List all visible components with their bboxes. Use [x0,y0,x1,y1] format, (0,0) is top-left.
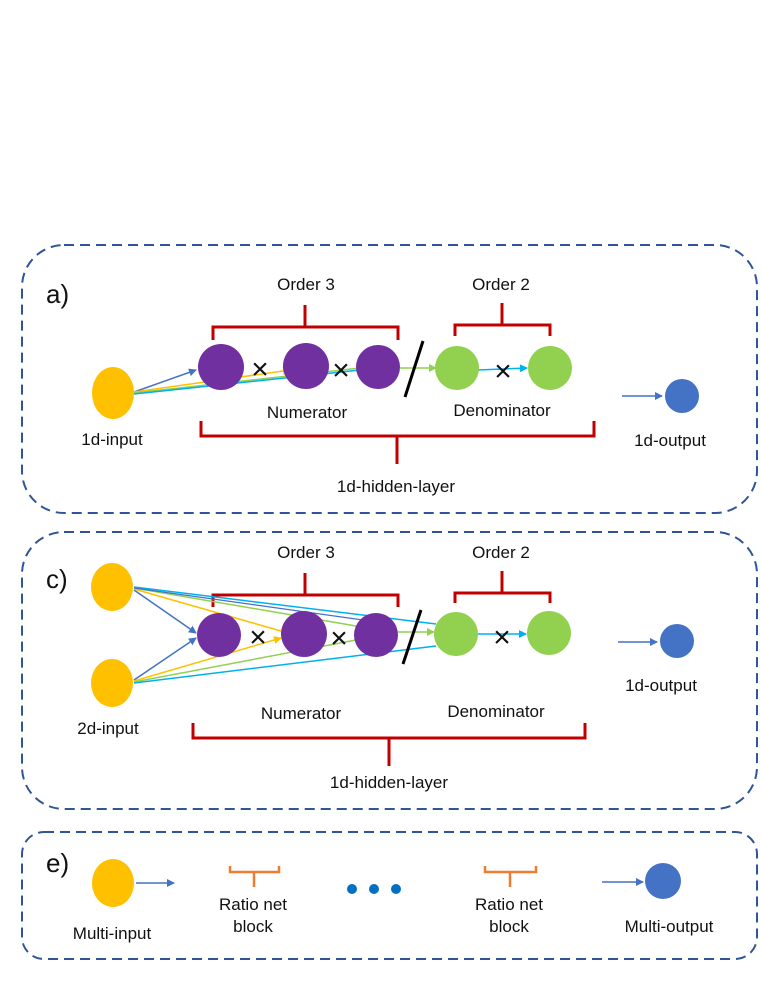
panel-a-letter: a) [46,279,69,309]
panel-e-output-node [645,863,681,899]
panel-e-block-2-label-line2: block [489,917,529,936]
panel-e-block-2-label-line1: Ratio net [475,895,543,914]
panel-c: c) Order 3 Order 2 [21,531,758,810]
panel-a: a) Order 3 Order 2 × × × 1d-input [21,244,758,514]
panel-c-divide-slash [401,609,423,665]
panel-a-denominator-node-1 [435,346,479,390]
panel-a-order-num-bracket [211,305,400,340]
panel-c-border [21,531,758,810]
panel-a-output-node [665,379,699,413]
panel-c-input-node-1 [91,563,133,611]
panel-a-times-3: × [494,355,512,388]
panel-c-order-num-bracket [211,573,400,607]
panel-a-order-den-bracket [453,303,552,336]
panel-c-input-label: 2d-input [77,719,139,738]
panel-e-letter: e) [46,848,69,878]
panel-c-times-2: × [330,622,348,655]
panel-a-times-2: × [332,354,350,387]
panel-c-input-node-2 [91,659,133,707]
panel-a-numerator-node-1 [198,344,244,390]
panel-c-hidden-layer-label: 1d-hidden-layer [330,773,448,792]
panel-c-numerator-node-1 [197,613,241,657]
panel-e-block-1-label-line1: Ratio net [219,895,287,914]
panel-a-numerator-node-3 [356,345,400,389]
panel-c-order-den-label: Order 2 [472,543,530,562]
panel-a-hidden-layer-bracket [199,421,596,464]
panel-e-block-1-bracket [228,866,281,887]
panel-e-border [21,831,758,960]
panel-a-order-den-label: Order 2 [472,275,530,294]
panel-c-denominator-node-2 [527,611,571,655]
panel-c-order-den-bracket [453,571,552,603]
panel-a-hidden-layer-label: 1d-hidden-layer [337,477,455,496]
panel-e-output-label: Multi-output [625,917,714,936]
panel-a-input-label: 1d-input [81,430,143,449]
panel-a-denominator-node-2 [528,346,572,390]
panel-a-divide-slash [403,340,425,398]
panel-c-times-1: × [249,621,267,654]
panel-a-numerator-node-2 [283,343,329,389]
panel-c-output-label: 1d-output [625,676,697,695]
panel-a-numerator-label: Numerator [267,403,348,422]
panel-c-numerator-node-3 [354,613,398,657]
panel-e-ellipsis-dot-3 [391,884,401,894]
panel-a-input-node [92,367,134,419]
panel-c-denominator-label: Denominator [447,702,545,721]
panel-c-numerator-node-2 [281,611,327,657]
panel-c-times-3: × [493,621,511,654]
panel-a-border [21,244,758,514]
panel-c-hidden-layer-bracket [191,723,587,766]
panel-e-input-label: Multi-input [73,924,152,943]
panel-c-order-num-label: Order 3 [277,543,335,562]
panel-c-denominator-node-1 [434,612,478,656]
panel-e: e) Multi-input Ratio net block Ratio net… [21,831,758,960]
panel-c-numerator-label: Numerator [261,704,342,723]
panel-c-letter: c) [46,564,68,594]
panel-e-ellipsis-dot-2 [369,884,379,894]
panel-e-input-node [92,859,134,907]
panel-e-block-2-bracket [483,866,538,887]
panel-a-output-label: 1d-output [634,431,706,450]
panel-a-denominator-label: Denominator [453,401,551,420]
panel-a-order-num-label: Order 3 [277,275,335,294]
panel-a-times-1: × [251,353,269,386]
panel-e-block-1-label-line2: block [233,917,273,936]
panel-e-ellipsis-dot-1 [347,884,357,894]
panel-c-output-node [660,624,694,658]
